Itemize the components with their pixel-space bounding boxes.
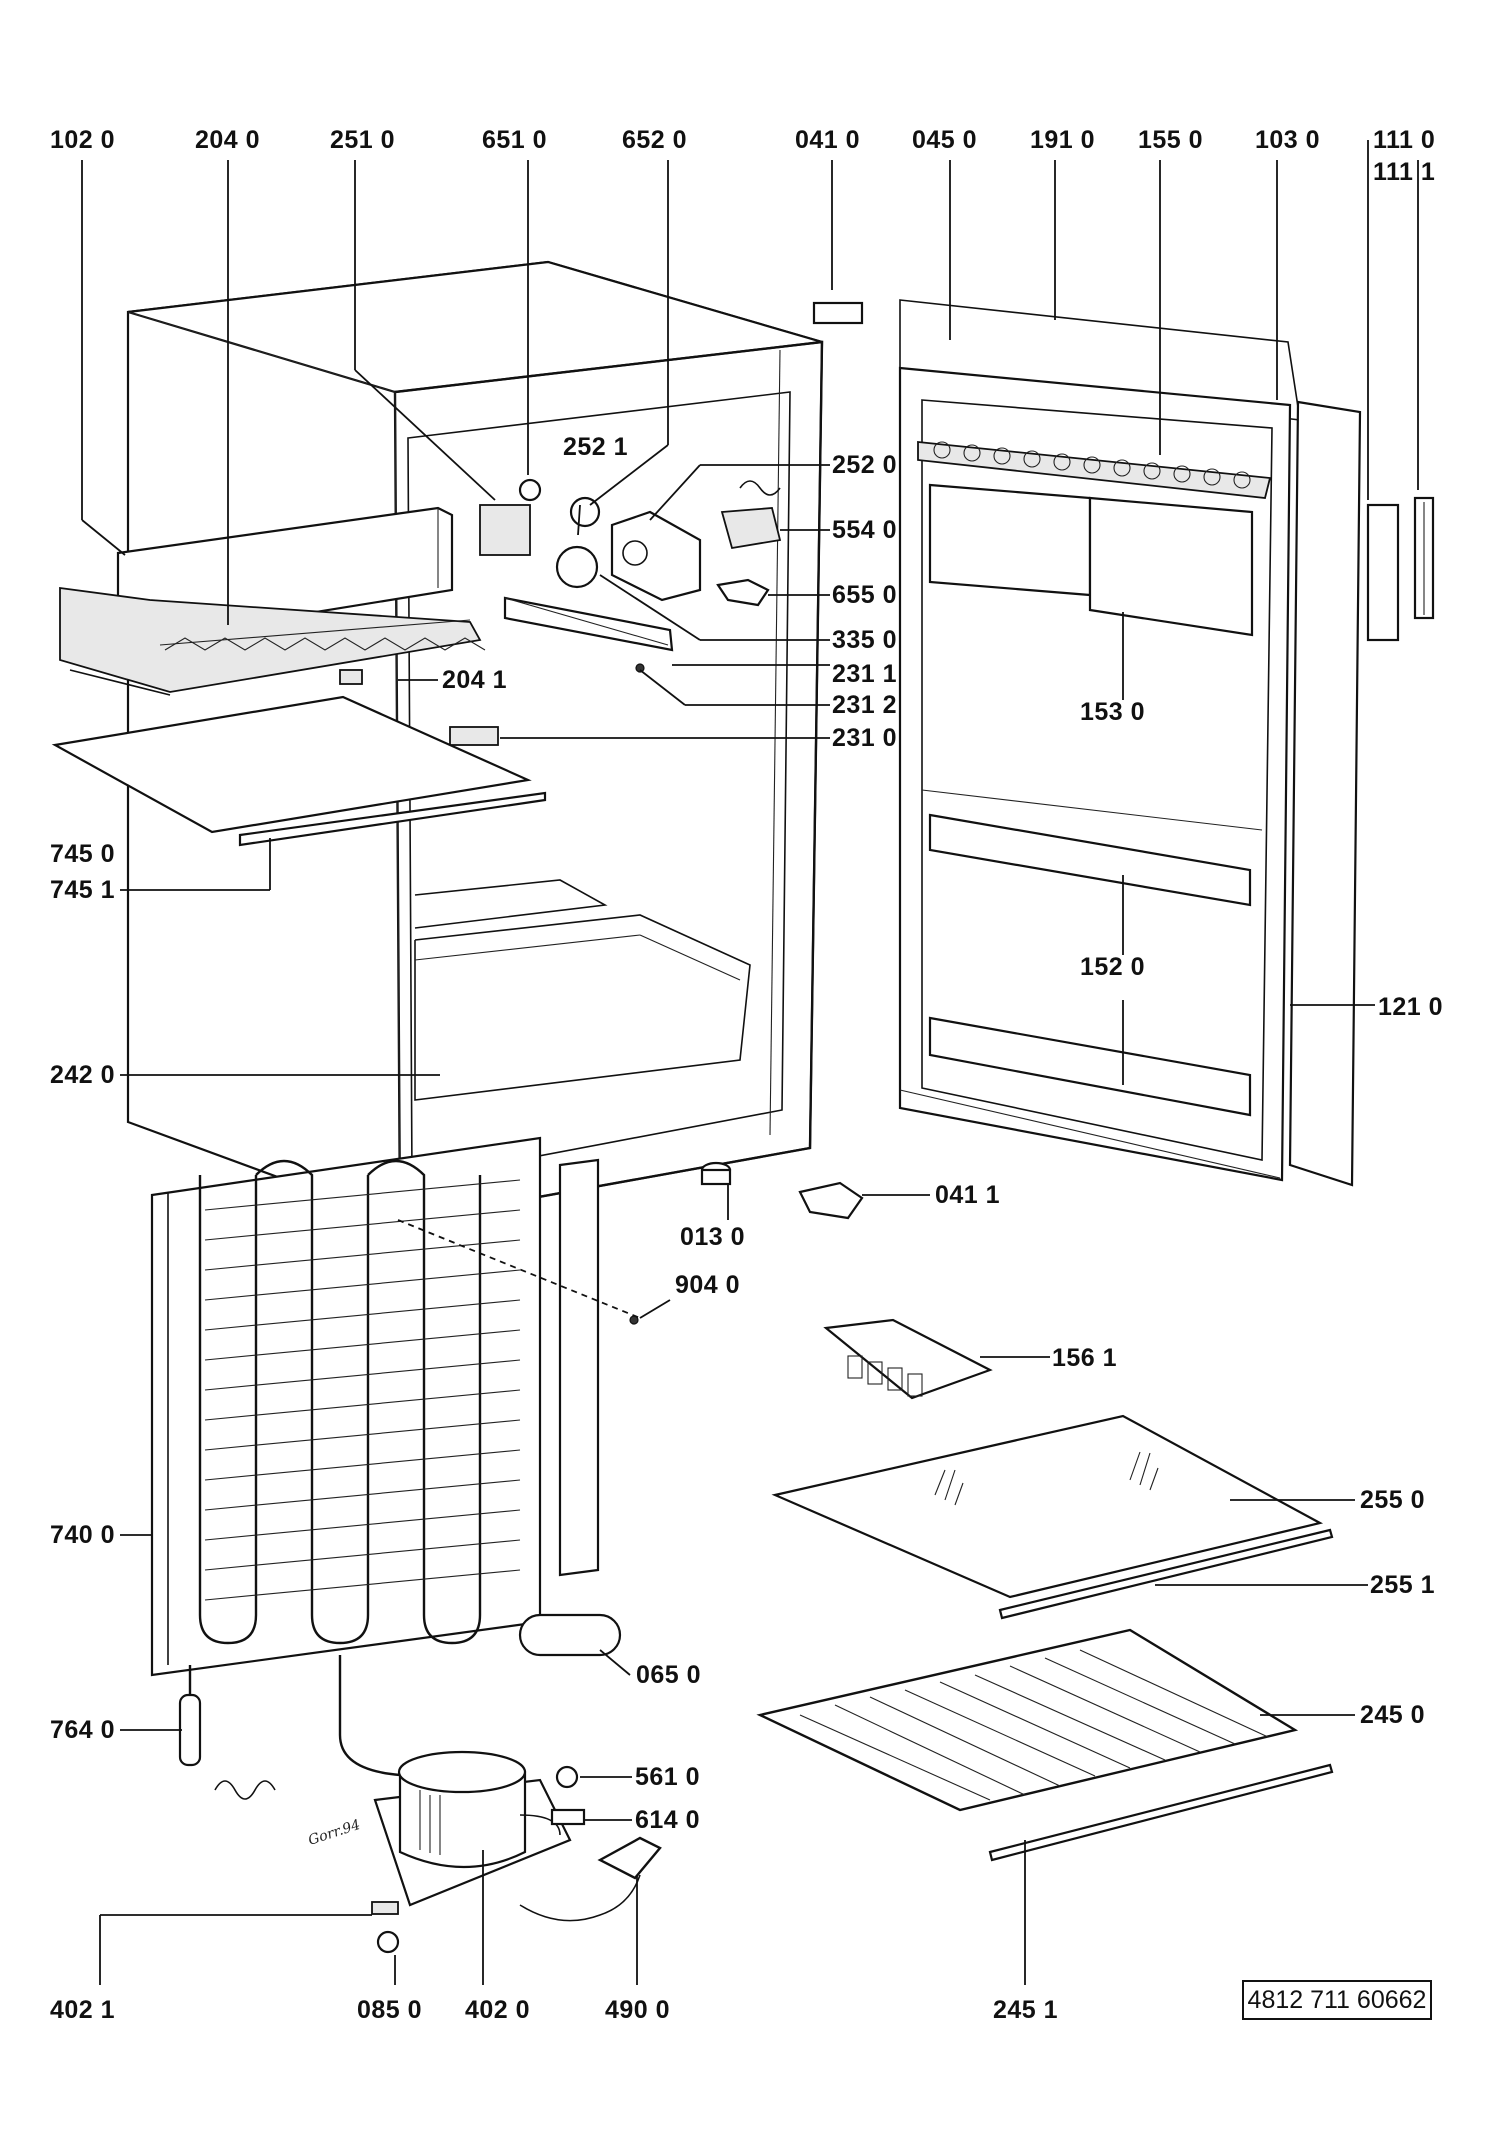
label-1530: 153 0 xyxy=(1080,698,1145,726)
label-2550: 255 0 xyxy=(1360,1486,1425,1514)
label-0450: 045 0 xyxy=(912,126,977,154)
label-1520: 152 0 xyxy=(1080,953,1145,981)
document-reference-box: 4812 711 60662 xyxy=(1242,1980,1432,2020)
label-2510: 251 0 xyxy=(330,126,395,154)
label-4900: 490 0 xyxy=(605,1996,670,2024)
label-3350: 335 0 xyxy=(832,626,897,654)
label-2521: 252 1 xyxy=(563,433,628,461)
label-7450: 745 0 xyxy=(50,840,115,868)
label-0410: 041 0 xyxy=(795,126,860,154)
condenser xyxy=(150,1136,600,1677)
label-2040: 204 0 xyxy=(195,126,260,154)
label-2450: 245 0 xyxy=(1360,1701,1425,1729)
label-1910: 191 0 xyxy=(1030,126,1095,154)
small-parts xyxy=(629,301,864,1325)
label-1561: 156 1 xyxy=(1052,1344,1117,1372)
label-1030: 103 0 xyxy=(1255,126,1320,154)
ice-tray xyxy=(823,1318,993,1400)
label-0850: 085 0 xyxy=(357,1996,422,2024)
label-2520: 252 0 xyxy=(832,451,897,479)
label-4021: 402 1 xyxy=(50,1996,115,2024)
label-0130: 013 0 xyxy=(680,1223,745,1251)
label-1020: 102 0 xyxy=(50,126,115,154)
label-2312: 231 2 xyxy=(832,691,897,719)
compressor-assembly xyxy=(178,1613,662,1954)
label-0650: 065 0 xyxy=(636,1661,701,1689)
label-6520: 652 0 xyxy=(622,126,687,154)
label-2420: 242 0 xyxy=(50,1061,115,1089)
label-1550: 155 0 xyxy=(1138,126,1203,154)
label-5610: 561 0 xyxy=(635,1763,700,1791)
glass-shelf xyxy=(771,1414,1334,1620)
label-9040: 904 0 xyxy=(675,1271,740,1299)
label-7451: 745 1 xyxy=(50,876,115,904)
signature: Gorr.94 xyxy=(306,1817,362,1849)
label-1110: 111 0 xyxy=(1373,126,1435,154)
label-4020: 402 0 xyxy=(465,1996,530,2024)
freezer-compartment xyxy=(59,506,486,696)
label-2551: 255 1 xyxy=(1370,1571,1435,1599)
wire-shelf xyxy=(756,1628,1334,1862)
label-2311: 231 1 xyxy=(832,660,897,688)
door-handle xyxy=(1366,496,1435,642)
control-parts xyxy=(339,478,782,746)
label-7640: 764 0 xyxy=(50,1716,115,1744)
label-6510: 651 0 xyxy=(482,126,547,154)
label-2041: 204 1 xyxy=(442,666,507,694)
label-0411: 041 1 xyxy=(935,1181,1000,1209)
label-5540: 554 0 xyxy=(832,516,897,544)
label-1210: 121 0 xyxy=(1378,993,1443,1021)
part-labels: 102 0 204 0 251 0 651 0 652 0 041 0 045 … xyxy=(50,126,1443,2024)
label-2451: 245 1 xyxy=(993,1996,1058,2024)
door xyxy=(898,299,1362,1187)
label-6140: 614 0 xyxy=(635,1806,700,1834)
leader-lines xyxy=(81,140,1419,1985)
label-6550: 655 0 xyxy=(832,581,897,609)
shelf-745 xyxy=(51,695,547,847)
label-2310: 231 0 xyxy=(832,724,897,752)
label-7400: 740 0 xyxy=(50,1521,115,1549)
label-1111: 111 1 xyxy=(1373,158,1435,186)
